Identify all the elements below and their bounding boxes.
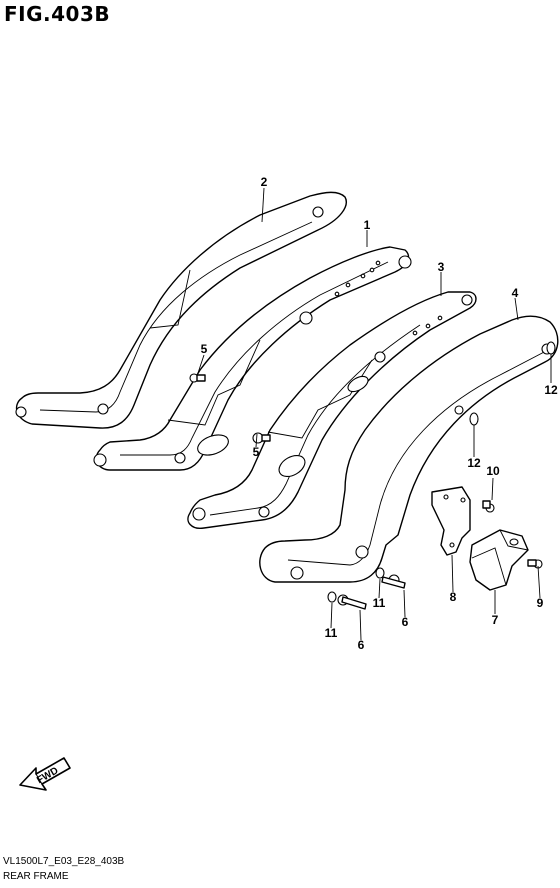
washer-11-lower bbox=[327, 591, 337, 603]
bolt-5-upper bbox=[189, 373, 206, 383]
callout-1: 1 bbox=[364, 218, 371, 232]
bolt-6-lower bbox=[337, 594, 367, 610]
callout-11-upper: 11 bbox=[373, 596, 386, 610]
callout-12-upper: 12 bbox=[544, 383, 558, 397]
callout-9: 9 bbox=[537, 596, 544, 610]
bolt-10 bbox=[482, 500, 495, 513]
part-2-frame-cover bbox=[15, 191, 347, 429]
part-4-frame-cover bbox=[259, 315, 559, 583]
leader-lines bbox=[197, 187, 552, 641]
callout-11-lower: 11 bbox=[325, 626, 338, 640]
washer-12-lower bbox=[469, 412, 479, 426]
washer-12-upper bbox=[546, 341, 556, 355]
fwd-label: FWD bbox=[35, 765, 60, 786]
fwd-arrow-icon: FWD bbox=[19, 757, 71, 791]
part-3-rear-frame bbox=[187, 291, 477, 529]
section-name: REAR FRAME bbox=[3, 871, 69, 882]
callout-4: 4 bbox=[512, 286, 519, 300]
part-1-rear-frame bbox=[93, 246, 412, 471]
callout-5-lower: 5 bbox=[253, 445, 260, 459]
bolt-9 bbox=[527, 559, 543, 569]
callout-3: 3 bbox=[438, 260, 445, 274]
washer-11-upper bbox=[375, 567, 385, 579]
callout-7: 7 bbox=[492, 613, 499, 627]
model-code: VL1500L7_E03_E28_403B bbox=[3, 856, 125, 867]
callout-6-lower: 6 bbox=[358, 638, 365, 652]
callout-5-upper: 5 bbox=[201, 342, 208, 356]
figure-title: FIG.403B bbox=[4, 2, 111, 26]
callout-10: 10 bbox=[486, 464, 500, 478]
part-7-block bbox=[469, 529, 529, 591]
bolt-5-lower bbox=[252, 432, 271, 444]
callout-2: 2 bbox=[261, 175, 268, 189]
callout-12-lower: 12 bbox=[467, 456, 481, 470]
bolt-6-upper bbox=[381, 574, 406, 589]
part-8-bracket bbox=[431, 486, 471, 556]
callout-8: 8 bbox=[450, 590, 457, 604]
callout-6-upper: 6 bbox=[402, 615, 409, 629]
